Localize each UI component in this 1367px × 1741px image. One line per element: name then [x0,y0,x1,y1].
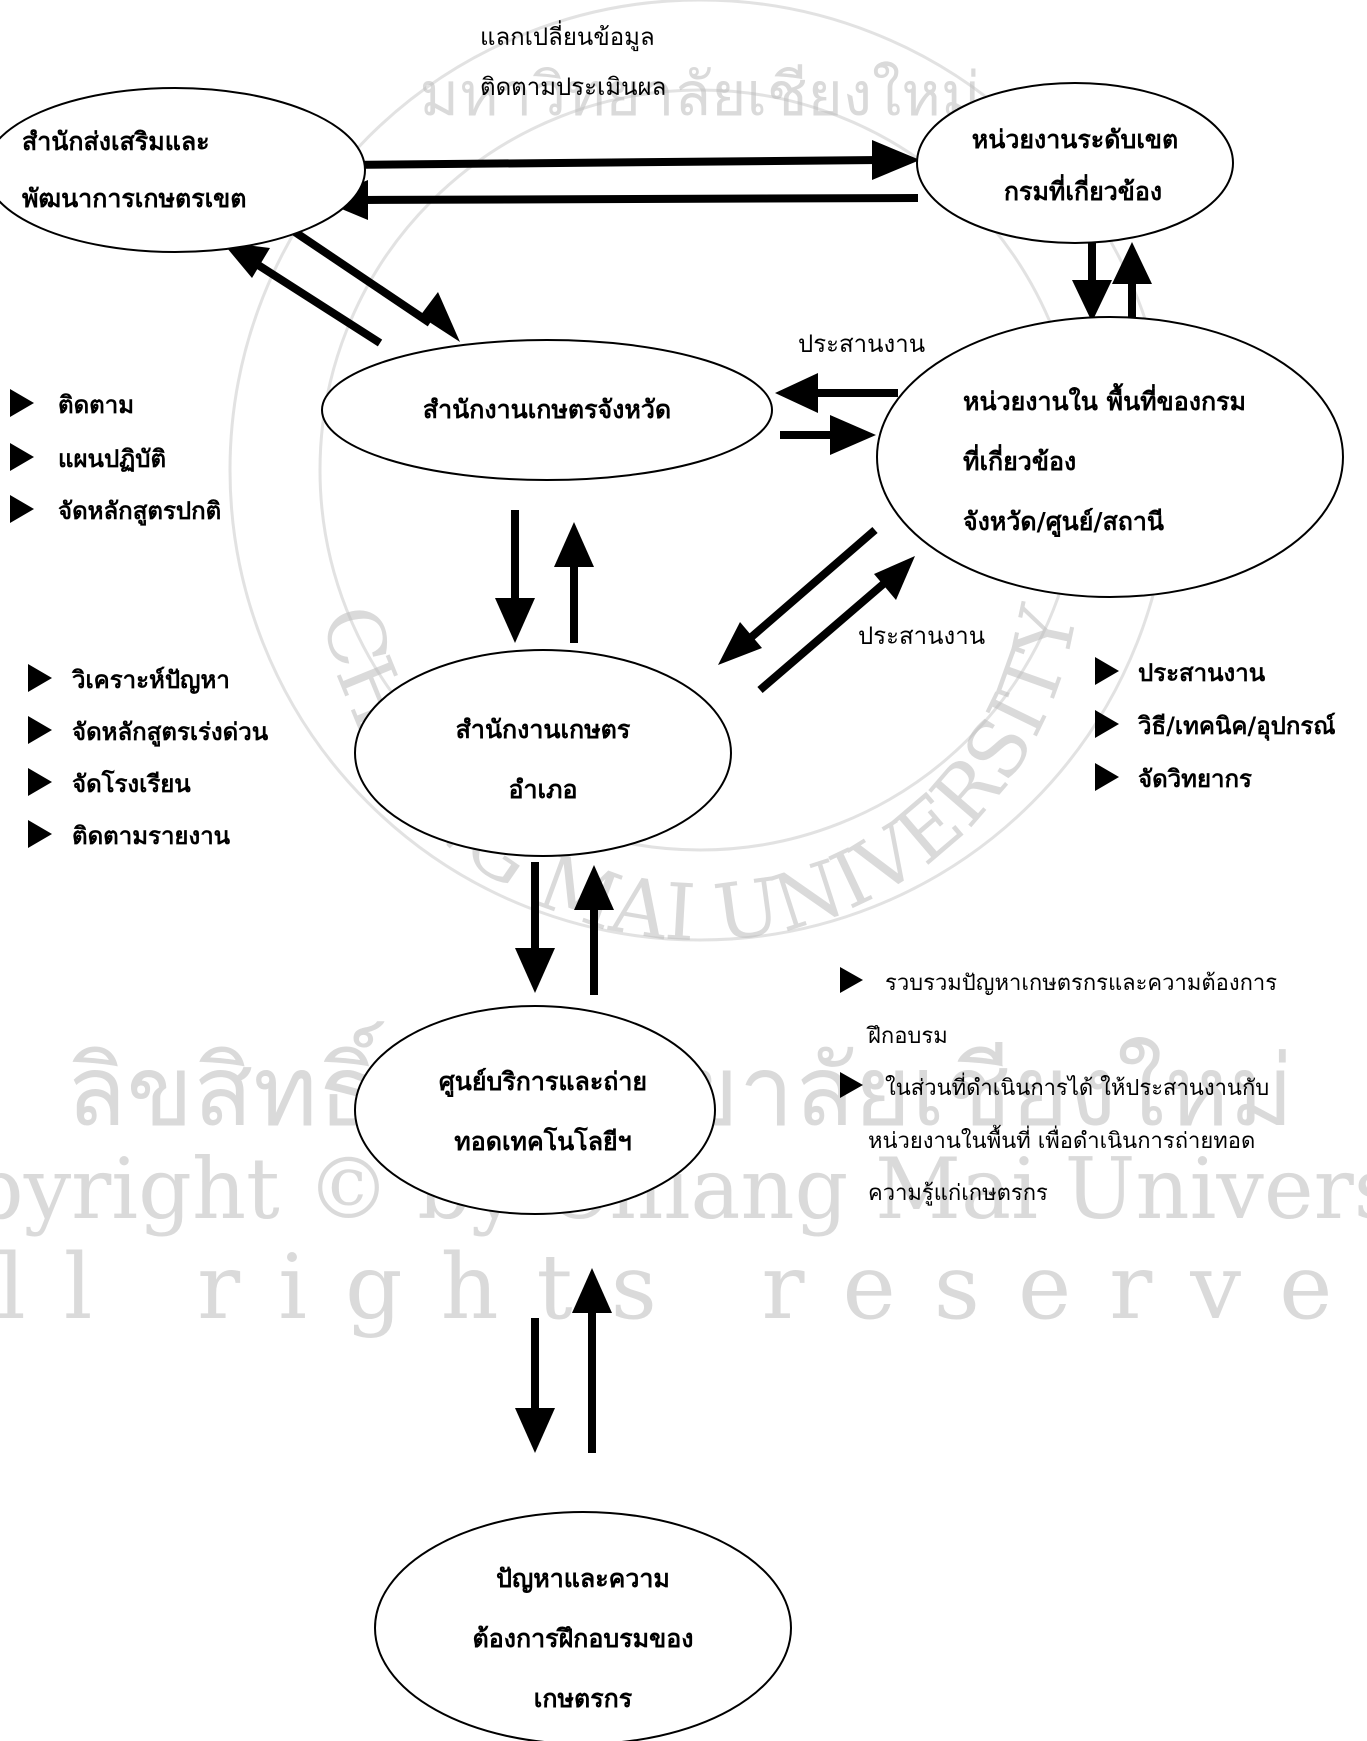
edge-label-coordination-lower: ประสานงาน [858,622,985,650]
node-label-line: หน่วยงานระดับเขต [972,125,1178,154]
notes-service-center: รวบรวมปัญหาเกษตรกรและความต้องการ ฝึกอบรม… [840,967,1277,1206]
arrow-head [872,140,920,180]
arrow-head [830,415,876,455]
edge-labels: แลกเปลี่ยนข้อมูล ติดตามประเมินผล ประสานง… [480,20,985,650]
arrow-head [420,292,460,342]
node-label-line: กรมที่เกี่ยวข้อง [1004,174,1162,206]
watermark-seal-top-text: มหาวิทยาลัยเชียงใหม่ [420,60,981,130]
bullet-arrow-icon [1095,710,1119,738]
arrow-head [222,242,270,278]
note-item: ประสานงาน [1138,659,1266,687]
node-regional-office: สำนักส่งเสริมและ พัฒนาการเกษตรเขต [0,87,366,253]
note-item: วิธี/เทคนิค/อุปกรณ์ [1137,712,1335,742]
node-label-line: ที่เกี่ยวข้อง [963,444,1076,476]
node-shape [354,649,732,857]
arrow-provincial-to-regional [252,259,383,347]
arrow-units-to-regional [361,194,919,204]
bullet-arrow-icon [28,768,52,796]
arrow-head [1112,242,1152,284]
node-label-line: หน่วยงานใน พื้นที่ของกรม [963,382,1246,416]
bullet-arrow-icon [10,389,34,417]
arrow-head [874,556,915,600]
note-item: จัดโรงเรียน [72,769,191,798]
note-item: รวบรวมปัญหาเกษตรกรและความต้องการ [885,971,1277,996]
notes-district: วิเคราะห์ปัญหา จัดหลักสูตรเร่งด่วน จัดโร… [28,664,269,850]
note-item: จัดหลักสูตรเร่งด่วน [72,718,269,747]
bullet-arrow-icon [28,664,52,692]
node-label-line: ต้องการฝึกอบรมของ [473,1624,694,1653]
arrow-head [775,373,818,413]
arrow-head [515,1408,555,1453]
notes-area-units: ประสานงาน วิธี/เทคนิค/อุปกรณ์ จัดวิทยากร [1095,657,1336,793]
bullet-arrow-icon [10,495,34,523]
arrow-head [1072,280,1112,322]
node-farmers-needs: ปัญหาและความ ต้องการฝึกอบรมของ เกษตรกร [374,1511,792,1741]
node-label-line: จังหวัด/ศูนย์/สถานี [963,507,1164,538]
notes-provincial: ติดตาม แผนปฏิบัติ จัดหลักสูตรปกติ [10,389,221,526]
node-label-line: สำนักส่งเสริมและ [22,127,210,156]
node-shape [321,339,773,481]
bullet-arrow-icon [1095,763,1119,791]
arrow-area-to-district [745,526,878,644]
bullet-arrow-icon [840,967,863,993]
arrows [222,140,1152,1453]
edge-label-top-line: ติดตามประเมินผล [480,73,666,101]
node-shape [876,316,1344,598]
arrow-regional-to-units [339,156,881,169]
note-item: จัดวิทยากร [1138,765,1252,793]
note-item: ในส่วนที่ดำเนินการได้ ให้ประสานงานกับ [885,1072,1269,1101]
node-area-units: หน่วยงานใน พื้นที่ของกรม ที่เกี่ยวข้อง จ… [876,316,1344,598]
note-item-continued: ความรู้แก่เกษตรกร [868,1181,1048,1206]
node-label-line: ศูนย์บริการและถ่าย [439,1067,647,1098]
node-label-line: ปัญหาและความ [496,1564,670,1593]
arrow-head [495,598,535,643]
arrow-regional-to-provincial [280,220,433,327]
node-label-line: อำเภอ [508,775,577,804]
bullet-arrow-icon [10,443,34,471]
node-shape [916,82,1234,244]
node-shape [374,1511,792,1741]
arrow-head [574,865,614,910]
edge-label-coordination-upper: ประสานงาน [798,330,925,358]
node-service-center: ศูนย์บริการและถ่าย ทอดเทคโนโลยีฯ [354,1005,716,1215]
watermark-rights-text: All rights reserved [0,1235,1367,1340]
node-label-line: สำนักงานเกษตร [456,715,631,744]
node-regional-units: หน่วยงานระดับเขต กรมที่เกี่ยวข้อง [916,82,1234,244]
node-label-line: สำนักงานเกษตรจังหวัด [423,395,671,424]
bullet-arrow-icon [1095,657,1119,685]
node-label-line: ทอดเทคโนโลยีฯ [454,1126,631,1156]
arrow-district-to-area [757,576,891,694]
note-item-continued: หน่วยงานในพื้นที่ เพื่อดำเนินการถ่ายทอด [868,1125,1255,1154]
note-item: จัดหลักสูตรปกติ [58,497,221,526]
note-item: ติดตามรายงาน [72,822,231,850]
node-district-office: สำนักงานเกษตร อำเภอ [354,649,732,857]
arrow-head [718,622,762,665]
note-item: แผนปฏิบัติ [58,445,166,473]
bullet-arrow-icon [840,1072,863,1098]
bullet-arrow-icon [28,716,52,744]
note-item: วิเคราะห์ปัญหา [71,666,229,694]
node-shape [354,1005,716,1215]
arrow-head [515,948,555,993]
bullet-arrow-icon [28,820,52,848]
arrow-head [554,522,594,567]
node-shape [0,87,366,253]
arrow-head [572,1268,612,1313]
edge-label-top-line: แลกเปลี่ยนข้อมูล [480,20,655,52]
node-label-line: เกษตรกร [534,1684,633,1713]
node-label-line: พัฒนาการเกษตรเขต [22,184,247,213]
node-provincial-office: สำนักงานเกษตรจังหวัด [321,339,773,481]
note-item-continued: ฝึกอบรม [866,1024,948,1049]
note-item: ติดตาม [58,391,134,419]
